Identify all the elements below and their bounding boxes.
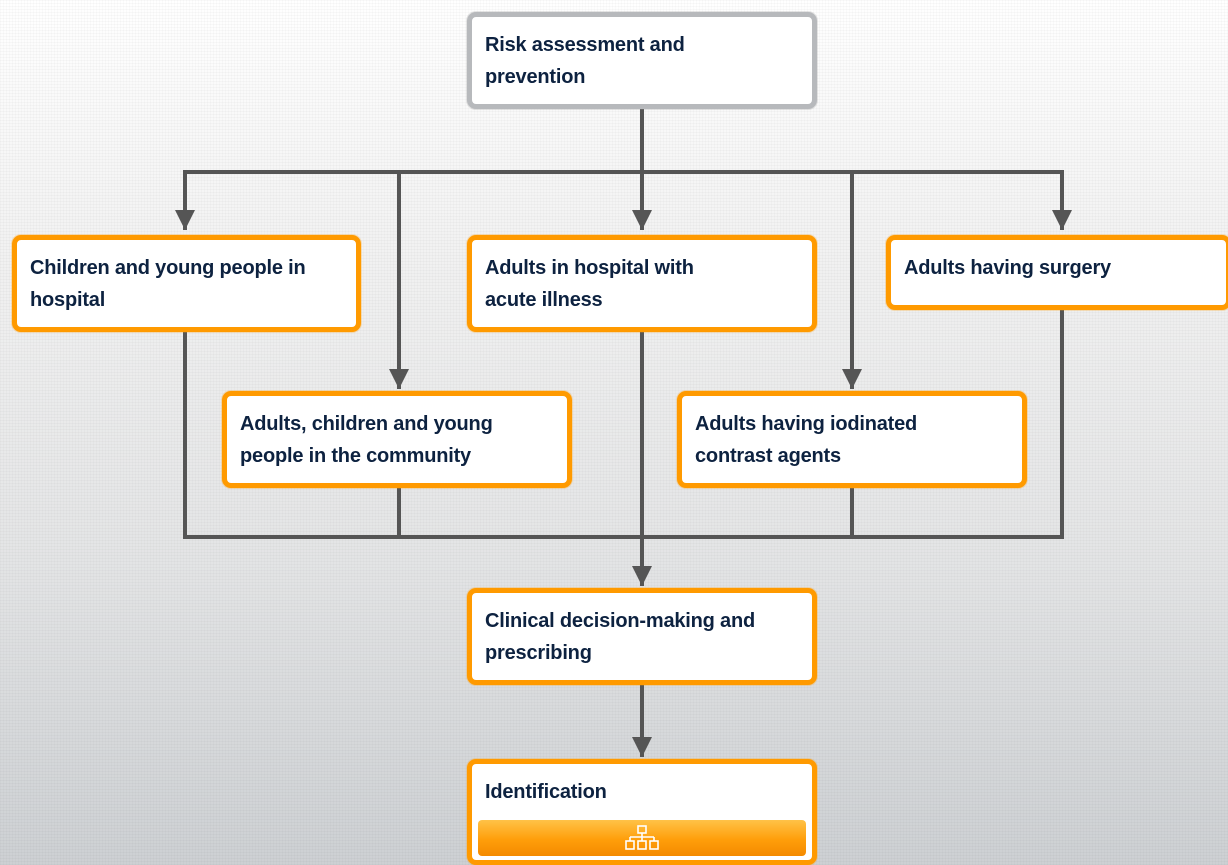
node-children-hospital[interactable]: Children and young people in hospital — [12, 235, 361, 332]
node-label: Adults having surgery — [904, 257, 1111, 279]
node-identification[interactable]: Identification — [467, 759, 817, 865]
node-label: Adults having iodinated contrast agents — [695, 413, 918, 467]
hierarchy-icon — [625, 825, 659, 850]
node-risk-assessment[interactable]: Risk assessment and prevention — [467, 12, 817, 109]
node-label: Clinical decision-making and prescribing — [485, 610, 756, 664]
node-adults-hospital[interactable]: Adults in hospital with acute illness — [467, 235, 817, 332]
node-label: Adults in hospital with acute illness — [485, 257, 694, 311]
node-label: Adults, children and young people in the… — [240, 413, 493, 467]
node-adults-surgery[interactable]: Adults having surgery — [886, 235, 1228, 310]
node-label: Children and young people in hospital — [30, 257, 306, 311]
node-contrast-agents[interactable]: Adults having iodinated contrast agents — [677, 391, 1027, 488]
node-label: Risk assessment and prevention — [485, 34, 685, 88]
node-clinical-decision[interactable]: Clinical decision-making and prescribing — [467, 588, 817, 685]
expand-hierarchy-button[interactable] — [478, 820, 806, 856]
node-community[interactable]: Adults, children and young people in the… — [222, 391, 572, 488]
node-label: Identification — [485, 781, 607, 803]
